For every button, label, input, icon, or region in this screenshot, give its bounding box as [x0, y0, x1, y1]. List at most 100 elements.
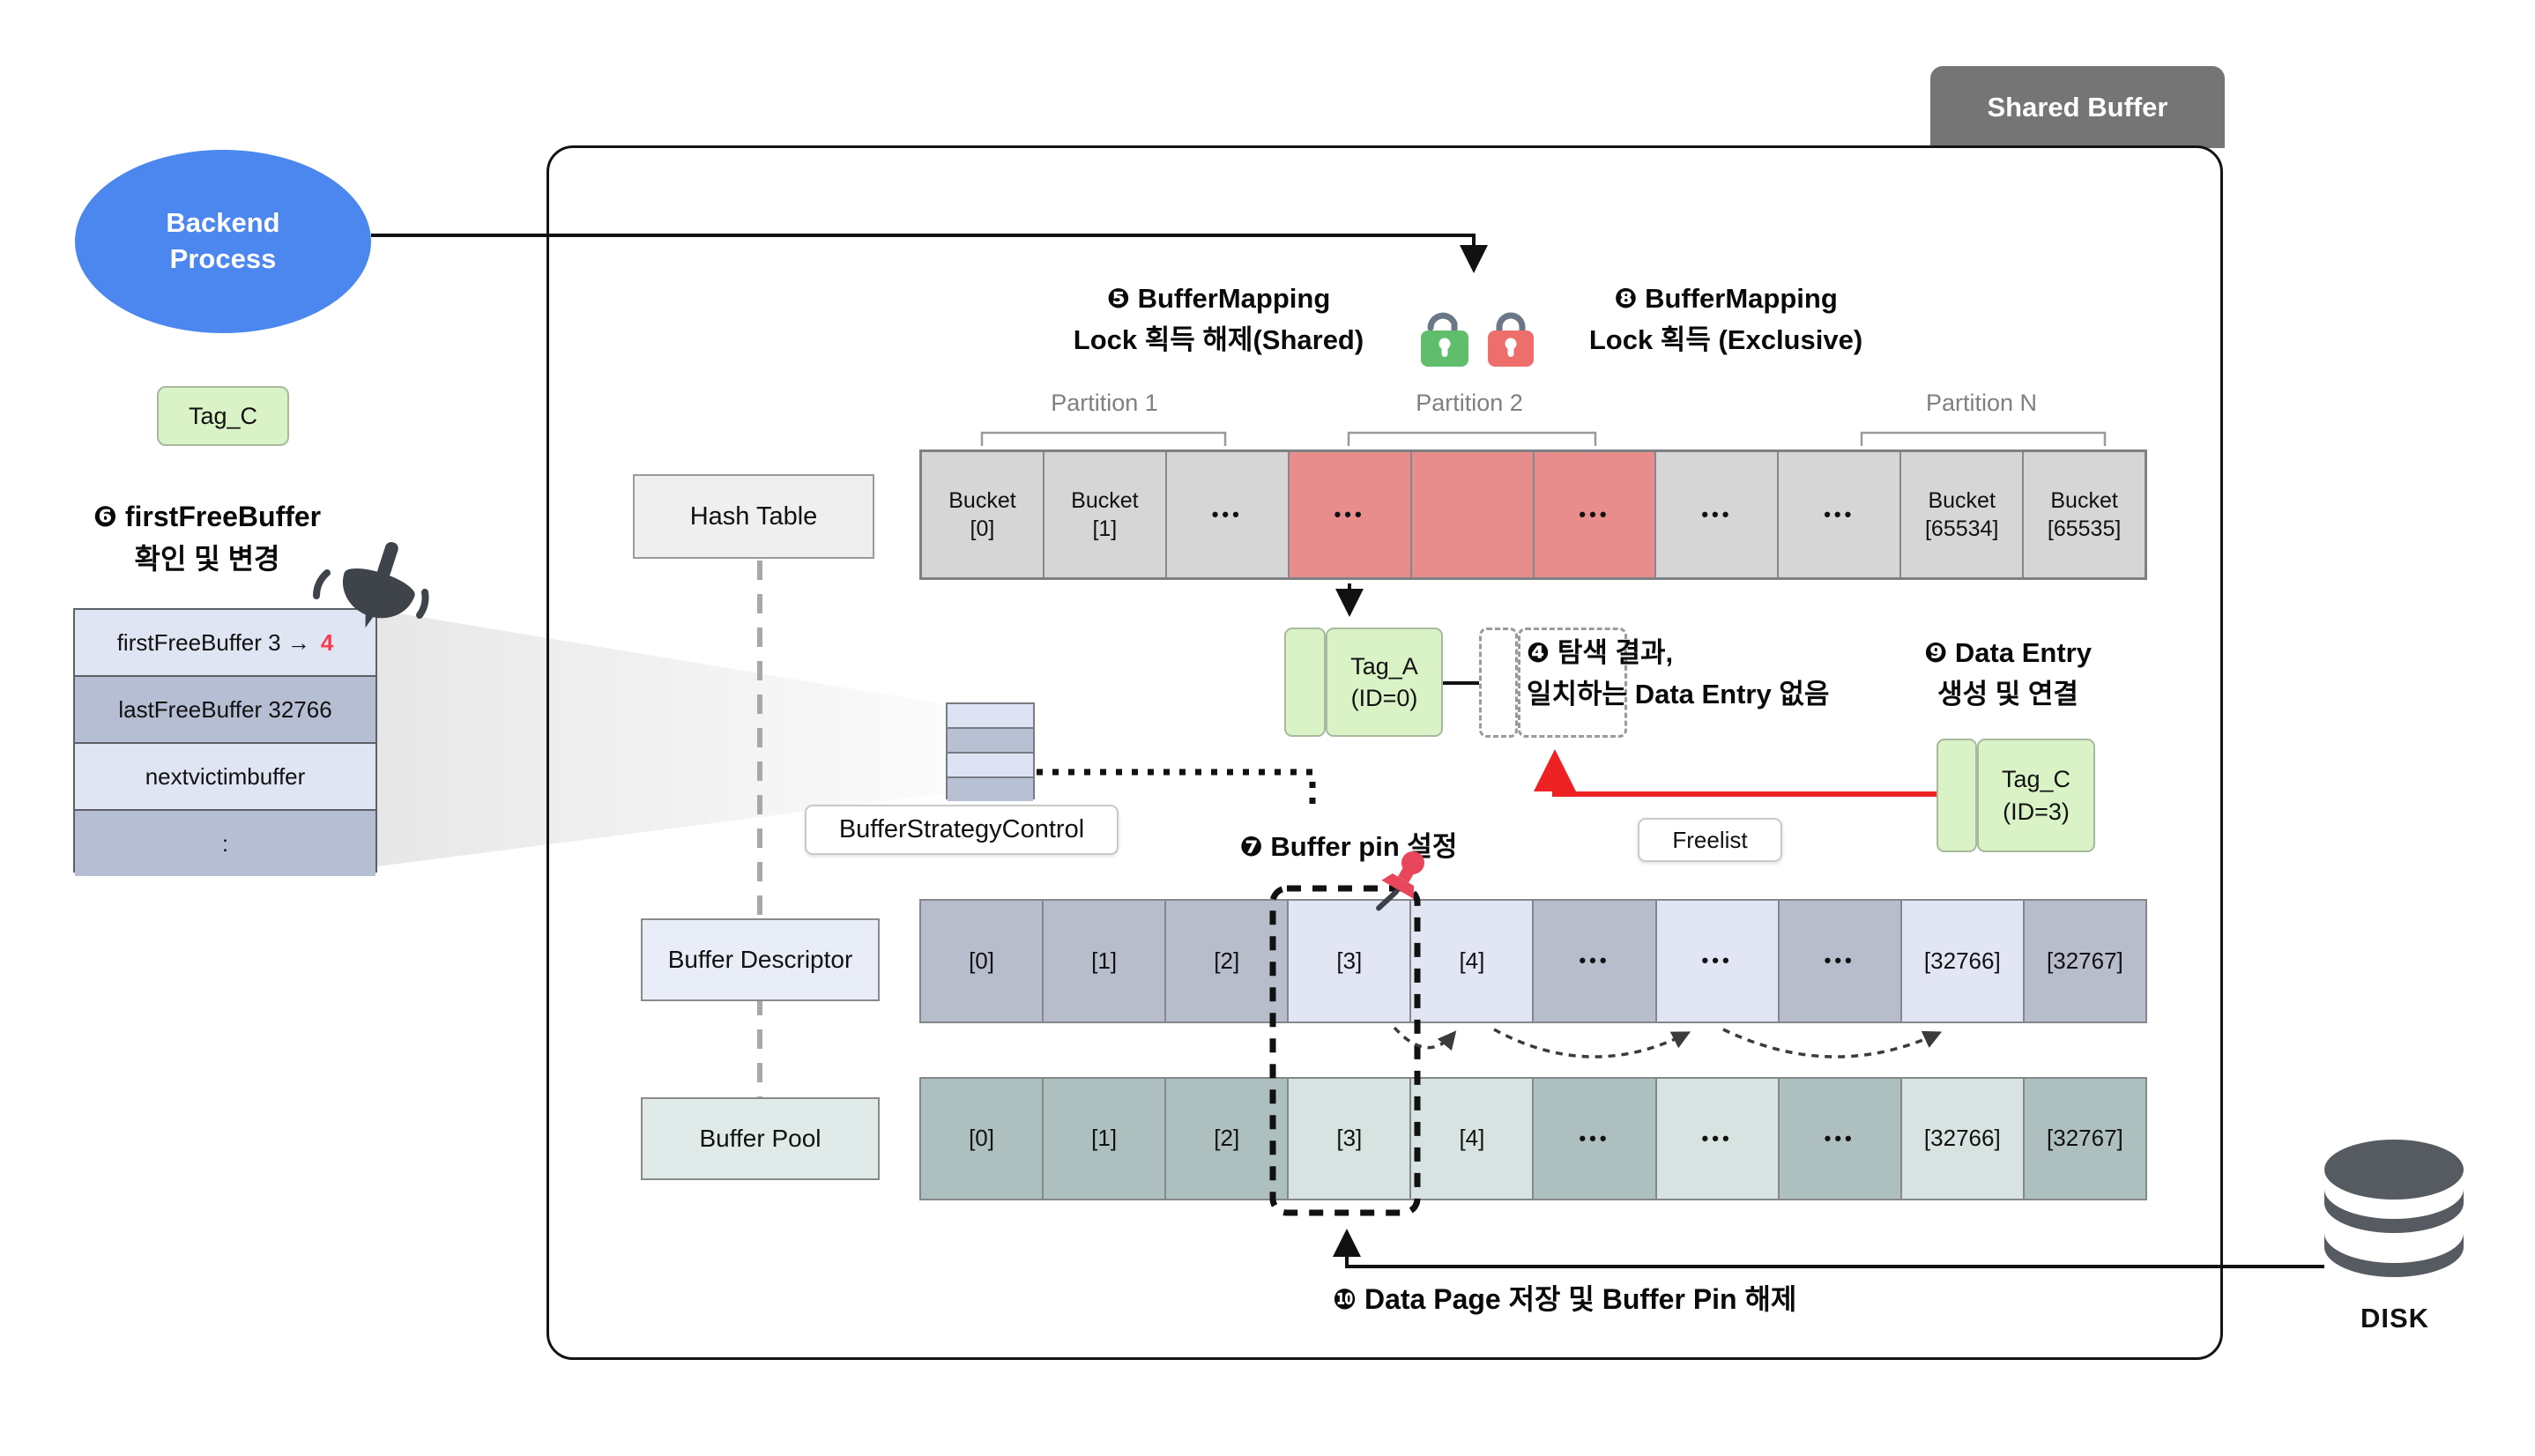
step8-line2: Lock 획득 (Exclusive): [1588, 323, 1863, 355]
partition-1-text: Partition 1: [1051, 389, 1158, 416]
step7-text: ❼ Buffer pin 설정: [1239, 831, 1458, 862]
descriptor-cell-ellipsis: •••: [1534, 901, 1657, 1021]
step9-line2: 생성 및 연결: [1937, 678, 2078, 709]
table-row: nextvictimbuffer: [75, 744, 375, 811]
descriptor-cell-32767: [32767]: [2024, 901, 2145, 1021]
buffer-descriptor-row: [0] [1] [2] [3] [4] ••• ••• ••• [32766] …: [919, 899, 2147, 1023]
buffer-pool-box: Buffer Pool: [641, 1097, 880, 1180]
buffer-strategy-control-label: BufferStrategyControl: [838, 815, 1085, 843]
step5-label: ❺ BufferMapping Lock 획득 해제(Shared): [1022, 279, 1415, 360]
mini-row: [948, 704, 1033, 729]
buffer-strategy-control-box: BufferStrategyControl: [805, 805, 1119, 855]
disk-text: DISK: [2360, 1303, 2430, 1333]
pool-cell-0: [0]: [921, 1079, 1044, 1199]
first-free-buffer-value: firstFreeBuffer 3 →: [116, 628, 310, 656]
tag-a-name: Tag_A: [1350, 652, 1418, 680]
descriptor-cell-3: [3]: [1289, 901, 1412, 1021]
bucket-cell-red: [1411, 452, 1535, 577]
tag-c-entry: Tag_C (ID=3): [1977, 739, 2095, 852]
bucket-cell-65534: Bucket [65534]: [1901, 452, 2025, 577]
pool-cell-2: [2]: [1166, 1079, 1290, 1199]
descriptor-cell-2: [2]: [1166, 901, 1290, 1021]
bucket-cell-0: Bucket [0]: [922, 452, 1044, 577]
bucket-cell-ellipsis: •••: [1656, 452, 1780, 577]
bucket-cell-1: Bucket [1]: [1044, 452, 1167, 577]
step5-line1: ❺ BufferMapping: [1106, 283, 1331, 314]
step8-line1: ❽ BufferMapping: [1614, 283, 1838, 314]
mini-row: [948, 729, 1033, 754]
descriptor-cell-4: [4]: [1411, 901, 1535, 1021]
tag-a-strip: [1284, 628, 1326, 737]
partition-n-label: Partition N: [1858, 388, 2105, 418]
buffer-strategy-mini-table: [946, 702, 1035, 801]
step4-line2: 일치하는 Data Entry 없음: [1527, 678, 1830, 709]
hash-table-label: Hash Table: [689, 501, 818, 531]
mini-row: [948, 754, 1033, 778]
table-ellipsis-row: :: [221, 829, 229, 857]
bucket-cell-ellipsis: •••: [1166, 452, 1290, 577]
freelist-box: Freelist: [1638, 818, 1782, 862]
descriptor-cell-ellipsis: •••: [1779, 901, 1902, 1021]
step7-label: ❼ Buffer pin 설정: [1199, 827, 1498, 868]
step9-line1: ❾ Data Entry: [1924, 637, 2092, 668]
buffer-pool-row: [0] [1] [2] [3] [4] ••• ••• ••• [32766] …: [919, 1077, 2147, 1200]
backend-process-label: Backend Process: [166, 207, 280, 274]
tag-c-strip: [1937, 739, 1977, 852]
bucket-cell-65535: Bucket [65535]: [2024, 452, 2145, 577]
tag-c-id: (ID=3): [2003, 798, 2070, 825]
freelist-label: Freelist: [1672, 826, 1748, 853]
disk-icon: [2324, 1140, 2464, 1277]
bucket-cell-ellipsis: •••: [1779, 452, 1902, 577]
step10-text: ❿ Data Page 저장 및 Buffer Pin 해제: [1333, 1283, 1797, 1315]
descriptor-cell-0: [0]: [921, 901, 1044, 1021]
last-free-buffer-value: lastFreeBuffer 32766: [118, 695, 332, 723]
empty-entry-box: [1518, 628, 1627, 738]
descriptor-cell-ellipsis: •••: [1656, 901, 1780, 1021]
pool-cell-32767: [32767]: [2024, 1079, 2145, 1199]
descriptor-cell-32766: [32766]: [1901, 901, 2025, 1021]
partition-2-text: Partition 2: [1416, 389, 1523, 416]
tag-c-request-box: Tag_C: [157, 386, 289, 446]
bucket-cell-red-ellipsis: •••: [1289, 452, 1412, 577]
buffer-descriptor-label: Buffer Descriptor: [667, 946, 853, 973]
pool-cell-ellipsis: •••: [1779, 1079, 1902, 1199]
pool-cell-ellipsis: •••: [1534, 1079, 1657, 1199]
tag-c-name: Tag_C: [2001, 766, 2071, 793]
table-row: lastFreeBuffer 32766: [75, 677, 375, 744]
table-row: :: [75, 811, 375, 876]
pool-cell-1: [1]: [1044, 1079, 1167, 1199]
step8-label: ❽ BufferMapping Lock 획득 (Exclusive): [1541, 279, 1911, 360]
step10-label: ❿ Data Page 저장 및 Buffer Pin 해제: [1333, 1278, 1932, 1320]
tag-c-request-label: Tag_C: [188, 402, 258, 429]
step6-line1: ❻ firstFreeBuffer: [93, 501, 322, 532]
step4-line1: ❹ 탐색 결과,: [1527, 637, 1674, 668]
step4-label: ❹ 탐색 결과, 일치하는 Data Entry 없음: [1527, 633, 1897, 715]
step6-line2: 확인 및 변경: [134, 543, 280, 575]
mini-row: [948, 778, 1033, 801]
bucket-cell-red-ellipsis: •••: [1534, 452, 1657, 577]
empty-entry-strip: [1479, 628, 1518, 738]
table-row: firstFreeBuffer 3 → 4: [75, 610, 375, 677]
partition-1-label: Partition 1: [981, 388, 1228, 418]
first-free-buffer-new-value: 4: [320, 628, 334, 656]
shared-buffer-tab: Shared Buffer: [1930, 66, 2225, 148]
next-victim-buffer-value: nextvictimbuffer: [145, 762, 306, 790]
step5-line2: Lock 획득 해제(Shared): [1073, 323, 1364, 355]
partition-n-text: Partition N: [1925, 389, 2038, 416]
buffer-descriptor-box: Buffer Descriptor: [641, 918, 880, 1001]
pool-cell-3: [3]: [1289, 1079, 1412, 1199]
disk-label: DISK: [2324, 1303, 2465, 1334]
step6-label: ❻ firstFreeBuffer 확인 및 변경: [44, 495, 370, 580]
descriptor-cell-1: [1]: [1044, 901, 1167, 1021]
partition-2-label: Partition 2: [1346, 388, 1593, 418]
tag-a-entry: Tag_A (ID=0): [1326, 628, 1443, 737]
hash-table-box: Hash Table: [633, 474, 874, 559]
backend-process-node: Backend Process: [75, 150, 371, 333]
step9-label: ❾ Data Entry 생성 및 연결: [1862, 633, 2153, 715]
free-buffer-state-table: firstFreeBuffer 3 → 4 lastFreeBuffer 327…: [73, 608, 377, 876]
shared-buffer-tab-label: Shared Buffer: [1987, 91, 2168, 123]
hash-bucket-row: Bucket [0] Bucket [1] ••• ••• ••• ••• ••…: [919, 449, 2147, 580]
pool-cell-ellipsis: •••: [1656, 1079, 1780, 1199]
tag-a-id: (ID=0): [1350, 685, 1418, 711]
